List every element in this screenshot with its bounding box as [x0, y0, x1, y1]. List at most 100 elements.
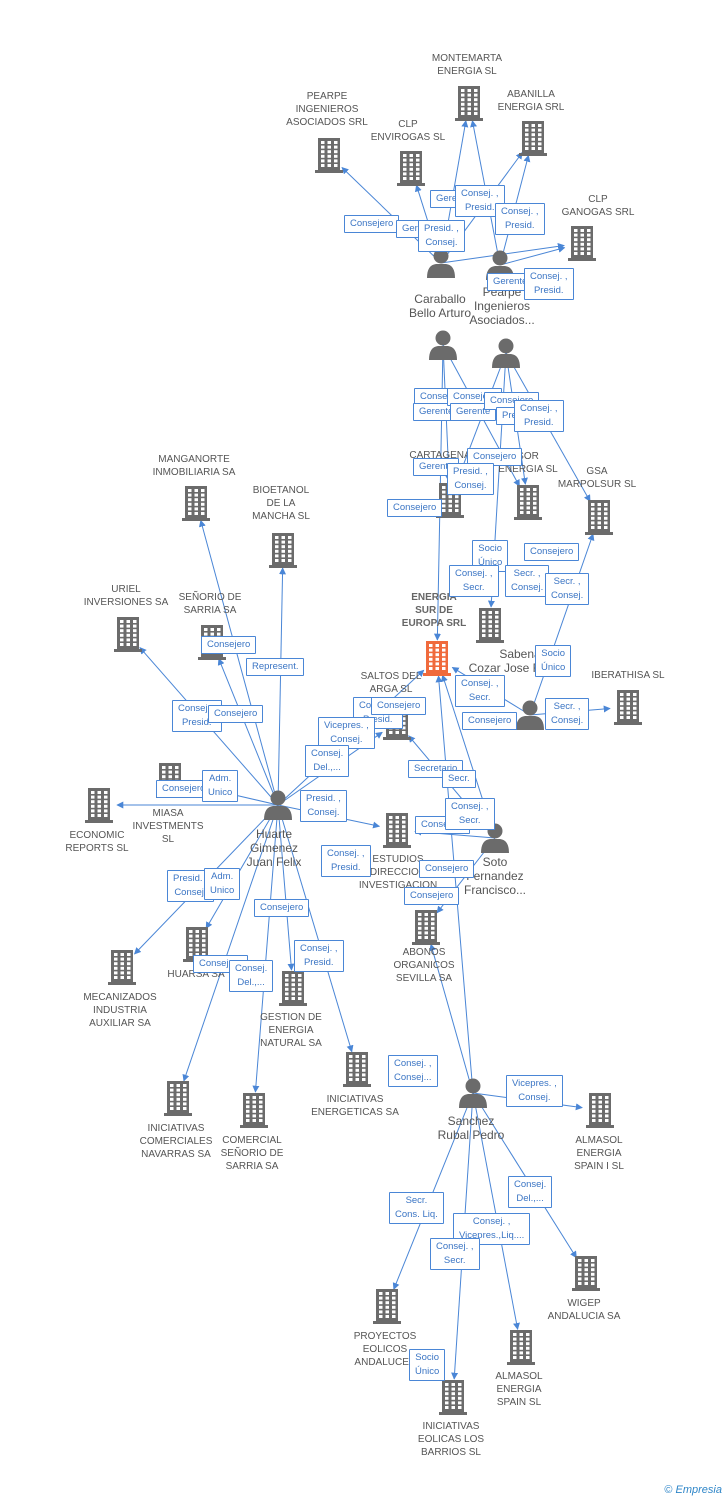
node-label-senorio_sarria[interactable]: SEÑORIO DE SARRIA SA: [178, 592, 242, 616]
edge-label[interactable]: Consej. , Presid.: [294, 940, 344, 972]
edge-label[interactable]: Consejero: [467, 448, 523, 466]
edge-label[interactable]: Consej. , Consej...: [388, 1055, 438, 1087]
node-label-mecanizados[interactable]: MECANIZADOS INDUSTRIA AUXILIAR SA: [83, 992, 157, 1029]
edge-label[interactable]: Consejero: [201, 636, 257, 654]
node-label-clp_envirogas[interactable]: CLP ENVIROGAS SL: [370, 119, 446, 143]
edge-label[interactable]: Consej. Del.,...: [229, 960, 274, 992]
building-icon[interactable]: [572, 1256, 600, 1291]
building-icon[interactable]: [397, 151, 425, 186]
edge-label[interactable]: Secr. Cons. Liq.: [389, 1192, 444, 1224]
edge-label[interactable]: Consej. , Secr.: [455, 675, 505, 707]
building-icon[interactable]: [373, 1289, 401, 1324]
node-label-wigep[interactable]: WIGEP ANDALUCIA SA: [547, 1298, 621, 1322]
edge-label[interactable]: Consej. , Presid.: [514, 400, 564, 432]
node-label-sor_energia[interactable]: SOR ENERGIA SL: [498, 451, 558, 475]
edge-label[interactable]: Vicepres. , Consej.: [318, 717, 375, 749]
edge-label[interactable]: Consejero: [419, 860, 475, 878]
person-icon[interactable]: [427, 248, 455, 279]
edge-label[interactable]: Consejero: [404, 887, 460, 905]
building-icon[interactable]: [114, 617, 142, 652]
node-label-economic[interactable]: ECONOMIC REPORTS SL: [65, 830, 129, 854]
edge-label[interactable]: Consej. , Presid.: [524, 268, 574, 300]
node-label-iniciativas_comerciales[interactable]: INICIATIVAS COMERCIALES NAVARRAS SA: [139, 1123, 213, 1160]
node-label-energia_sur[interactable]: ENERGIA SUR DE EUROPA SRL: [401, 592, 467, 629]
building-icon[interactable]: [269, 533, 297, 568]
brand-name[interactable]: Empresia: [675, 1484, 722, 1496]
building-icon[interactable]: [585, 500, 613, 535]
node-label-sanchez[interactable]: Sanchez Rubal Pedro: [437, 1114, 505, 1142]
person-icon[interactable]: [459, 1078, 487, 1109]
node-label-huarsa[interactable]: HUARSA SA: [167, 969, 225, 980]
person-icon[interactable]: [492, 338, 520, 369]
node-label-abanilla[interactable]: ABANILLA ENERGIA SRL: [497, 89, 565, 113]
edge-label[interactable]: Socio Único: [409, 1349, 446, 1381]
building-icon[interactable]: [614, 690, 642, 725]
node-label-proyectos_eolicos[interactable]: PROYECTOS EOLICOS ANDALUCES: [353, 1331, 417, 1368]
node-label-abonos[interactable]: ABONOS ORGANICOS SEVILLA SA: [393, 947, 455, 984]
building-icon[interactable]: [439, 1380, 467, 1415]
node-label-almasol_spain_i[interactable]: ALMASOL ENERGIA SPAIN I SL: [574, 1135, 624, 1172]
edge-label[interactable]: Consej. , Vicepres.,Liq....: [453, 1213, 531, 1245]
building-icon[interactable]: [315, 138, 343, 173]
node-label-gsa_marpol[interactable]: GSA MARPOLSUR SL: [557, 466, 637, 490]
building-icon[interactable]: [586, 1093, 614, 1128]
edge-label[interactable]: Secr. , Consej.: [545, 573, 590, 605]
building-icon[interactable]: [279, 971, 307, 1006]
node-label-montemarta[interactable]: MONTEMARTA ENERGIA SL: [431, 53, 503, 77]
building-icon[interactable]: [164, 1081, 192, 1116]
building-icon[interactable]: [568, 226, 596, 261]
edge-label[interactable]: Adm. Unico: [202, 770, 239, 802]
edge-label[interactable]: Consejero: [462, 712, 518, 730]
edge-label[interactable]: Vicepres. , Consej.: [506, 1075, 563, 1107]
building-icon[interactable]: [182, 486, 210, 521]
edge-label[interactable]: Presid. , Consej.: [418, 220, 465, 252]
node-label-comercial_senorio[interactable]: COMERCIAL SEÑORIO DE SARRIA SA: [220, 1135, 284, 1172]
node-label-estudios[interactable]: ESTUDIOS DIRECCION INVESTIGACION: [358, 854, 438, 891]
edge-label[interactable]: Adm. Unico: [204, 868, 241, 900]
node-label-bioetanol[interactable]: BIOETANOL DE LA MANCHA SL: [252, 485, 310, 522]
edge-label[interactable]: Consejero: [156, 780, 212, 798]
building-icon[interactable]: [514, 485, 542, 520]
edge-label[interactable]: Secr.: [442, 770, 476, 788]
node-label-almasol_spain[interactable]: ALMASOL ENERGIA SPAIN SL: [495, 1371, 543, 1408]
node-label-soto[interactable]: Soto Fernandez Francisco...: [463, 855, 527, 897]
edge-label[interactable]: Consej. , Presid.: [495, 203, 545, 235]
edge-label[interactable]: Consejero: [524, 543, 580, 561]
edge-label[interactable]: Consejero: [371, 697, 427, 715]
node-label-miasa[interactable]: MIASA INVESTMENTS SL: [132, 808, 204, 845]
edge-label[interactable]: Consejero: [344, 215, 400, 233]
building-icon[interactable]: [85, 788, 113, 823]
node-label-iniciativas_energeticas[interactable]: INICIATIVAS ENERGETICAS SA: [311, 1094, 399, 1118]
edge-label[interactable]: Consejero: [208, 705, 264, 723]
person-icon[interactable]: [264, 790, 292, 821]
node-label-caraballo[interactable]: Caraballo Bello Arturo: [408, 292, 472, 320]
edge-label[interactable]: Secr. , Consej.: [505, 565, 550, 597]
edge-label[interactable]: Consej. , Secr.: [449, 565, 499, 597]
node-label-saltos[interactable]: SALTOS DEL ARGA SL: [360, 671, 422, 695]
building-icon[interactable]: [476, 608, 504, 643]
edge-label[interactable]: Consejero: [387, 499, 443, 517]
node-label-iniciativas_eolicas[interactable]: INICIATIVAS EOLICAS LOS BARRIOS SL: [417, 1421, 485, 1458]
person-icon[interactable]: [516, 700, 544, 731]
node-label-uriel[interactable]: URIEL INVERSIONES SA: [83, 584, 169, 608]
node-label-gestion_energia[interactable]: GESTION DE ENERGIA NATURAL SA: [260, 1012, 322, 1049]
edge-label[interactable]: Secr. , Consej.: [545, 698, 590, 730]
edge-label[interactable]: Consej. , Secr.: [445, 798, 495, 830]
node-label-iberathisa[interactable]: IBERATHISA SL: [591, 670, 665, 681]
edge-label[interactable]: Consejero: [254, 899, 310, 917]
building-icon[interactable]: [383, 813, 411, 848]
node-label-cartagena[interactable]: CARTAGENA: [409, 450, 471, 461]
person-icon[interactable]: [429, 330, 457, 361]
building-icon[interactable]: [519, 121, 547, 156]
edge-label[interactable]: Consej. Del.,...: [508, 1176, 553, 1208]
building-icon[interactable]: [183, 927, 211, 962]
edge-label[interactable]: Consej. , Presid.: [321, 845, 371, 877]
edge-label[interactable]: Presid. , Consej.: [447, 463, 494, 495]
node-label-clp_ganogas[interactable]: CLP GANOGAS SRL: [561, 194, 635, 218]
edge-label[interactable]: Consej. , Secr.: [430, 1238, 480, 1270]
building-icon[interactable]: [455, 86, 483, 121]
edge-label[interactable]: Socio Único: [535, 645, 572, 677]
node-label-huarte[interactable]: Huarte Gimenez Juan Felix: [246, 827, 302, 869]
building-icon[interactable]: [240, 1093, 268, 1128]
node-label-pearpe[interactable]: PEARPE INGENIEROS ASOCIADOS SRL: [286, 91, 368, 128]
